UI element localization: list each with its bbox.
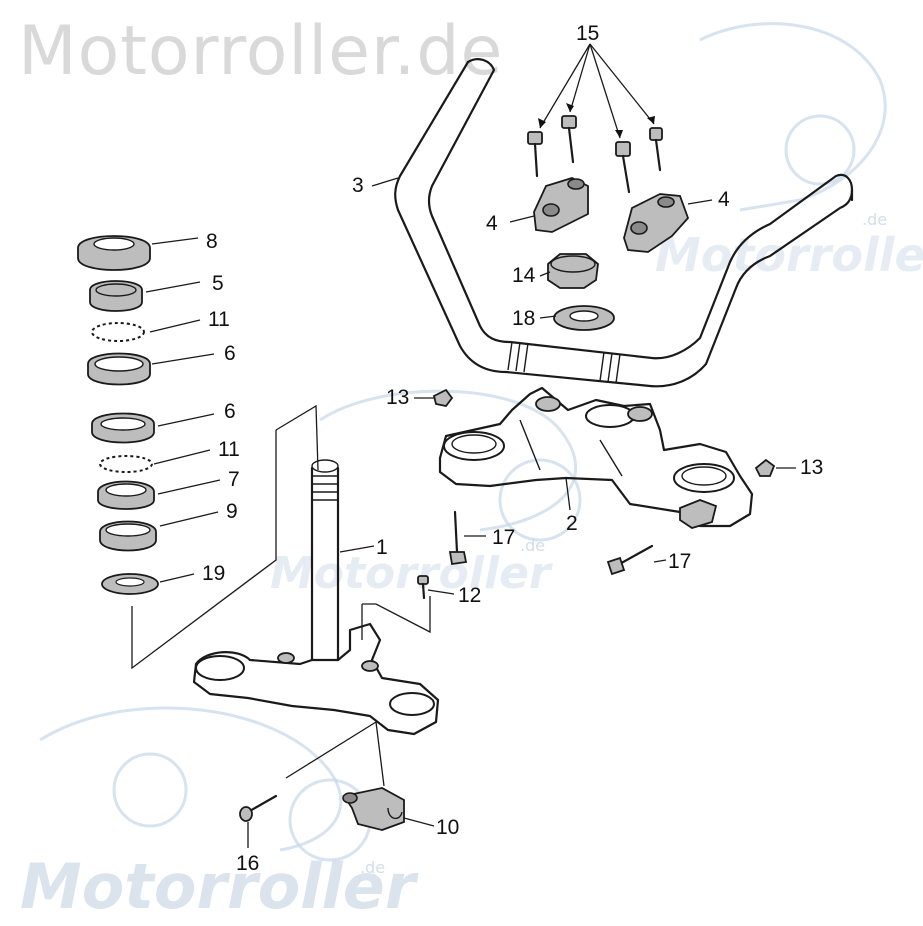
washer-part-19 xyxy=(101,573,159,595)
bearing-cone-part-5 xyxy=(89,280,143,312)
callout-8: 8 xyxy=(206,230,218,253)
watermark-de-bottom: .de xyxy=(360,858,386,877)
bearing-stack xyxy=(77,235,159,595)
screw-part-12 xyxy=(417,575,429,600)
callout-6-lower: 6 xyxy=(224,400,236,423)
callout-11-lower: 11 xyxy=(218,438,240,461)
callout-6-upper: 6 xyxy=(224,342,236,365)
callout-14: 14 xyxy=(512,264,536,287)
watermark-bottom: Motorroller xyxy=(20,850,416,923)
upper-triple-clamp-part-2 xyxy=(438,386,754,529)
washer-part-18 xyxy=(553,305,615,331)
ball-race-part-11-lower xyxy=(99,455,153,473)
callout-3: 3 xyxy=(352,174,364,197)
callout-11-upper: 11 xyxy=(208,308,230,331)
watermark-mid-right: Motorroller xyxy=(655,228,923,282)
clamp-block-part-10 xyxy=(342,787,405,831)
callout-15: 15 xyxy=(576,22,599,45)
watermark-mid-center: Motorroller xyxy=(270,548,551,599)
caps-part-13 xyxy=(432,388,776,477)
callout-labels: 15 3 4 4 14 18 8 5 11 6 6 11 7 9 19 13 1… xyxy=(202,22,823,875)
callout-1: 1 xyxy=(376,536,388,559)
callout-2: 2 xyxy=(566,512,578,535)
callout-7: 7 xyxy=(228,468,240,491)
callout-16: 16 xyxy=(236,852,259,875)
watermark-de-right: .de xyxy=(862,210,888,229)
handlebar-part-3 xyxy=(394,58,854,388)
ball-race-part-11-upper xyxy=(91,322,145,342)
bearing-cone-part-7 xyxy=(97,480,155,510)
callout-5: 5 xyxy=(212,272,224,295)
callout-9: 9 xyxy=(226,500,238,523)
nut-part-14 xyxy=(547,253,599,289)
bearing-cup-part-6-lower xyxy=(91,412,155,444)
clamps-part-4 xyxy=(533,177,690,253)
bearing-cup-part-6-upper xyxy=(87,352,151,386)
callout-17-right: 17 xyxy=(668,550,691,573)
callout-12: 12 xyxy=(458,584,481,607)
leader-lines xyxy=(145,177,796,848)
steering-stem-part-1 xyxy=(192,459,440,736)
bolts-part-17 xyxy=(448,510,654,576)
callout-4-left: 4 xyxy=(486,212,498,235)
callout-13-right: 13 xyxy=(800,456,823,479)
watermark-top: Motorroller.de xyxy=(18,12,504,91)
assembly-guide-lines xyxy=(131,404,431,787)
callout-17-left: 17 xyxy=(492,526,515,549)
callout-10: 10 xyxy=(436,816,459,839)
callout-4-right: 4 xyxy=(718,188,730,211)
callout-13-left: 13 xyxy=(386,386,409,409)
callout-18: 18 xyxy=(512,307,535,330)
bolt-part-16 xyxy=(239,794,278,822)
dust-cover-part-8 xyxy=(77,235,151,271)
callout-19: 19 xyxy=(202,562,225,585)
bolts-part-15 xyxy=(527,43,663,194)
seal-part-9 xyxy=(99,520,157,552)
